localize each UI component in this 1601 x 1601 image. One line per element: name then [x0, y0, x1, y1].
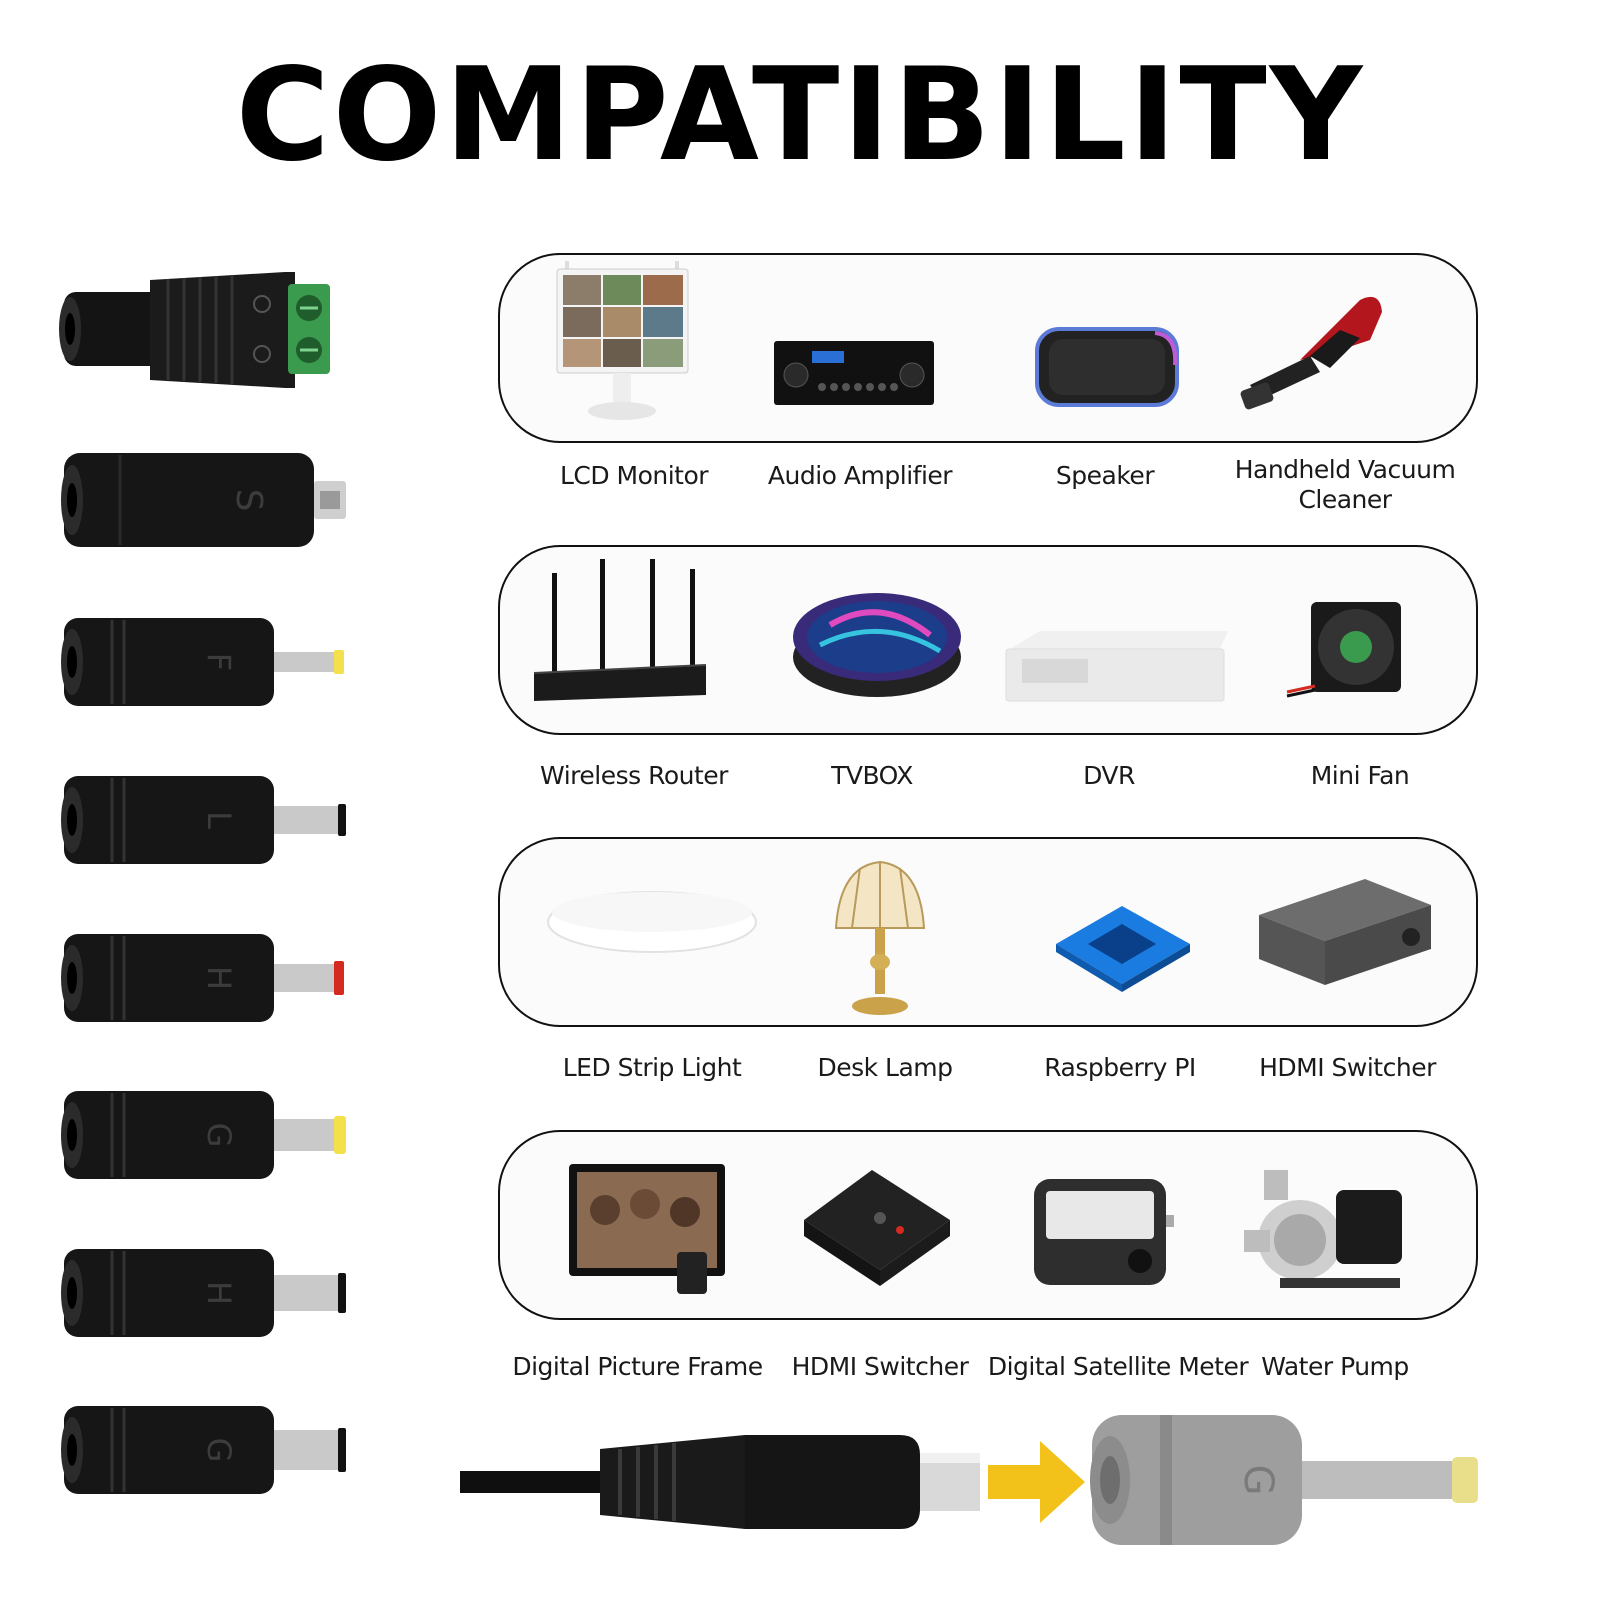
wireless-router-icon [533, 559, 707, 701]
device-label: HDMI Switcher [791, 1352, 969, 1381]
desk-lamp-icon [834, 860, 926, 1015]
tip-letter: G [200, 1123, 238, 1148]
cable-connection-illustration: G [460, 1415, 1478, 1545]
device-label: Audio Amplifier [767, 461, 953, 490]
device-label: DVR [1083, 761, 1135, 790]
tip-letter: S [228, 489, 269, 512]
device-label: HDMI Switcher [1259, 1053, 1436, 1082]
device-label: Digital Satellite Meter [987, 1352, 1249, 1381]
device-label: Handheld Vacuum Cleaner [1234, 455, 1456, 514]
device-label: Speaker [1055, 461, 1155, 490]
page-title: COMPATIBILITY [235, 41, 1366, 190]
led-light-icon [547, 891, 757, 953]
hdmi-switcher-box-icon [1259, 879, 1431, 985]
hdmi-switcher-icon [804, 1170, 950, 1286]
lcd-monitor-icon [556, 261, 689, 420]
mini-fan-icon [1286, 602, 1401, 698]
barrel-tip-adapter-icon: G [61, 1091, 346, 1179]
device-label: TVBOX [831, 761, 913, 790]
speaker-icon [1035, 327, 1179, 407]
tip-letter: H [200, 966, 238, 990]
arrow-right-icon [988, 1441, 1085, 1523]
device-label: Mini Fan [1310, 761, 1410, 790]
barrel-tip-adapter-icon: G [61, 1406, 346, 1494]
device-label: Raspberry PI [1044, 1053, 1196, 1082]
device-label: LCD Monitor [559, 461, 709, 490]
screw-terminal-adapter-icon [59, 272, 330, 388]
barrel-tip-adapter-icon: H [61, 1249, 346, 1337]
audio-amplifier-icon [774, 341, 934, 405]
satellite-meter-icon [1034, 1179, 1174, 1285]
device-label: Digital Picture Frame [512, 1352, 763, 1381]
barrel-tip-adapter-icon: L [61, 776, 346, 864]
tip-letter: F [200, 653, 238, 671]
tv-box-icon [793, 593, 961, 697]
handheld-vacuum-icon [1240, 296, 1382, 410]
digital-picture-frame-icon [569, 1164, 725, 1294]
tip-letter: L [200, 811, 238, 829]
water-pump-icon [1244, 1170, 1402, 1288]
device-label: LED Strip Light [562, 1053, 742, 1082]
tip-letter: G [1235, 1465, 1281, 1496]
device-label: Water Pump [1261, 1352, 1409, 1381]
raspberry-pi-chip-icon [1056, 906, 1190, 992]
tip-letter: G [200, 1438, 238, 1463]
device-label: Desk Lamp [817, 1053, 953, 1082]
barrel-tip-adapter-icon: H [61, 934, 344, 1022]
barrel-tip-adapter-icon: F [61, 618, 344, 706]
dvr-icon [1005, 631, 1228, 702]
tip-letter: H [200, 1281, 238, 1305]
micro-usb-adapter-icon: S [61, 453, 346, 547]
device-label: Wireless Router [540, 761, 728, 790]
